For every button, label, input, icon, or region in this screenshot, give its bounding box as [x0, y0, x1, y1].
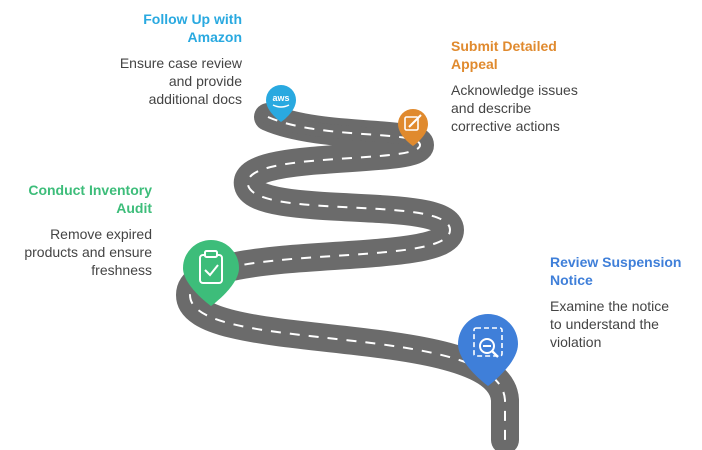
- clipboard-icon: [199, 250, 223, 284]
- title-line: Conduct Inventory: [28, 182, 152, 198]
- step-follow-up: Follow Up with Amazon Ensure case review…: [60, 10, 242, 108]
- title-line: Review Suspension: [550, 254, 682, 270]
- desc-line: and describe: [451, 100, 532, 116]
- step-title: Follow Up with Amazon: [60, 10, 242, 46]
- step-inventory-audit: Conduct Inventory Audit Remove expired p…: [0, 181, 152, 279]
- step-review-notice: Review Suspension Notice Examine the not…: [550, 253, 700, 351]
- edit-pin: [398, 109, 428, 146]
- step-title: Conduct Inventory Audit: [0, 181, 152, 217]
- title-line: Submit Detailed: [451, 38, 557, 54]
- road-center-line: [188, 116, 506, 440]
- desc-line: and provide: [168, 73, 242, 89]
- desc-line: products and ensure: [24, 244, 152, 260]
- desc-line: to understand the: [550, 316, 659, 332]
- clipboard-pin: [183, 240, 239, 306]
- title-line: Amazon: [187, 29, 242, 45]
- desc-line: corrective actions: [451, 118, 560, 134]
- desc-line: Remove expired: [50, 226, 152, 242]
- desc-line: additional docs: [148, 91, 242, 107]
- title-line: Appeal: [451, 56, 498, 72]
- step-title: Review Suspension Notice: [550, 253, 700, 289]
- step-submit-appeal: Submit Detailed Appeal Acknowledge issue…: [451, 37, 651, 135]
- desc-line: violation: [550, 334, 602, 350]
- title-line: Notice: [550, 272, 593, 288]
- step-description: Examine the notice to understand the vio…: [550, 297, 700, 351]
- step-description: Acknowledge issues and describe correcti…: [451, 81, 651, 135]
- title-line: Follow Up with: [143, 11, 242, 27]
- step-description: Ensure case review and provide additiona…: [60, 54, 242, 108]
- road-surface: [175, 103, 519, 450]
- step-title: Submit Detailed Appeal: [451, 37, 651, 73]
- desc-line: Examine the notice: [550, 298, 670, 314]
- aws-icon: aws: [272, 93, 289, 103]
- desc-line: Ensure case review: [119, 55, 242, 71]
- desc-line: freshness: [91, 262, 152, 278]
- desc-line: Acknowledge issues: [451, 82, 578, 98]
- step-description: Remove expired products and ensure fresh…: [0, 225, 152, 279]
- search-icon: [473, 327, 503, 358]
- search-pin: [458, 314, 518, 386]
- title-line: Audit: [116, 200, 152, 216]
- edit-icon: [404, 114, 422, 131]
- aws-pin: aws: [266, 85, 296, 122]
